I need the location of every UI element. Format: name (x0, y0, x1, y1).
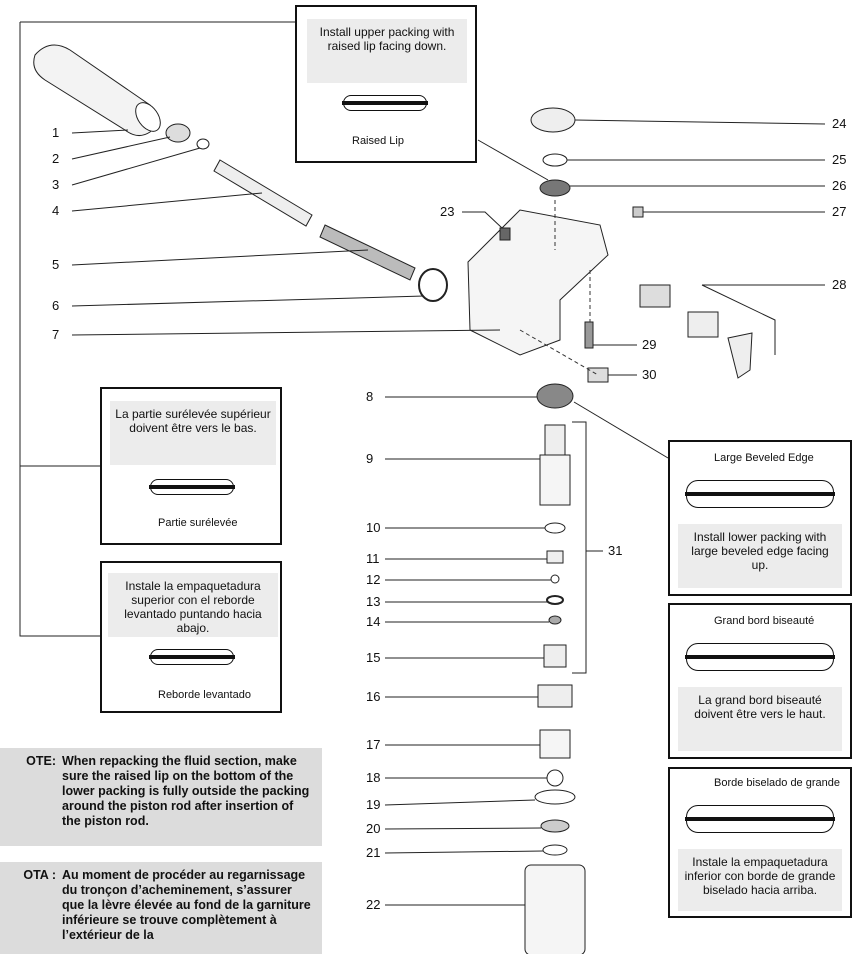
part-3-washer (196, 138, 210, 150)
part-30-fitting (587, 367, 609, 383)
lower-packing-box-fr: Grand bord biseauté La grand bord biseau… (668, 603, 852, 759)
part-7-housing (467, 209, 609, 356)
raised-lip-label: Raised Lip (352, 135, 404, 147)
part-15-seat (543, 644, 567, 668)
part-18-ball (546, 769, 564, 787)
part-14-washer (548, 615, 562, 625)
assembly-line (519, 329, 599, 376)
callout-18: 18 (366, 770, 380, 785)
large-beveled-edge-label: Large Beveled Edge (714, 452, 814, 464)
raised-lip-packing-icon (149, 479, 235, 495)
part-12-ball (550, 574, 560, 584)
callout-16: 16 (366, 689, 380, 704)
part-22-intake-housing (524, 864, 586, 954)
lower-packing-box-en: Large Beveled Edge Install lower packing… (668, 440, 852, 596)
part-8-lower-packing (536, 383, 574, 409)
note-english-tag: OTE: (26, 754, 56, 768)
upper-packing-box-en: Install upper packing with raised lip fa… (295, 5, 477, 163)
frame-line-to-26 (477, 139, 549, 181)
callout-22: 22 (366, 897, 380, 912)
callout-3: 3 (52, 177, 59, 192)
lower-packing-box-es: Borde biselado de grande Instale la empa… (668, 767, 852, 918)
callout-30: 30 (642, 367, 656, 382)
beveled-packing-icon (685, 643, 835, 671)
part-23-set-screw (499, 227, 511, 241)
callout-11: 11 (366, 551, 380, 566)
lower-packing-note-en: Install lower packing with large beveled… (678, 524, 842, 588)
frame-line-to-8 (573, 401, 669, 459)
borde-biselado-label: Borde biselado de grande (714, 777, 840, 789)
part-1-grip (33, 44, 161, 136)
upper-packing-note-fr: La partie surélevée supérieur doivent êt… (110, 401, 276, 465)
frame-line-left (19, 22, 100, 637)
part-11-retainer (546, 550, 564, 564)
callout-27: 27 (832, 204, 846, 219)
raised-lip-packing-icon (149, 649, 235, 665)
callout-13: 13 (366, 594, 380, 609)
part-4-piston-rod (213, 159, 313, 227)
part-21-ring (542, 844, 568, 856)
callout-23: 23 (440, 204, 454, 219)
callout-31: 31 (608, 543, 622, 558)
callout-5: 5 (52, 257, 59, 272)
part-25-ring (542, 153, 568, 167)
part-6-o-ring (418, 268, 448, 302)
note-french-tag: OTA : (23, 868, 56, 882)
callout-15: 15 (366, 650, 380, 665)
callout-1: 1 (52, 125, 59, 140)
upper-packing-box-es: Instale la empaquetadura superior con el… (100, 561, 282, 713)
callout-8: 8 (366, 389, 373, 404)
part-9-piston (539, 424, 571, 506)
lower-packing-note-fr: La grand bord biseauté doivent être vers… (678, 687, 842, 751)
note-english-text: When repacking the fluid section, make s… (62, 754, 310, 828)
note-english: OTE: When repacking the fluid section, m… (0, 748, 322, 846)
part-20-seat (540, 819, 570, 833)
part-24-nut (530, 107, 576, 133)
bracket-28 (701, 284, 776, 355)
leader-lines (71, 119, 826, 906)
part-10-ring (544, 522, 566, 534)
part-29-fitting (584, 321, 594, 349)
callout-2: 2 (52, 151, 59, 166)
callout-25: 25 (832, 152, 846, 167)
callout-4: 4 (52, 203, 59, 218)
reborde-levantado-label: Reborde levantado (158, 689, 251, 701)
upper-packing-box-fr: La partie surélevée supérieur doivent êt… (100, 387, 282, 545)
callout-17: 17 (366, 737, 380, 752)
callout-10: 10 (366, 520, 380, 535)
part-19-o-ring (534, 789, 576, 805)
part-2-spring-cap (165, 123, 191, 143)
callout-24: 24 (832, 116, 846, 131)
raised-lip-packing-icon (342, 95, 428, 111)
part-16-sleeve (537, 684, 573, 708)
callout-29: 29 (642, 337, 656, 352)
note-french: OTA : Au moment de procéder au regarniss… (0, 862, 322, 954)
partie-surelevee-label: Partie surélevée (158, 517, 238, 529)
callout-6: 6 (52, 298, 59, 313)
grand-bord-biseaute-label: Grand bord biseauté (714, 615, 815, 627)
callout-19: 19 (366, 797, 380, 812)
lower-packing-note-es: Instale la empaquetadura inferior con bo… (678, 849, 842, 911)
callout-12: 12 (366, 572, 380, 587)
callout-7: 7 (52, 327, 59, 342)
upper-packing-note-en: Install upper packing with raised lip fa… (307, 19, 467, 83)
part-5-spring (319, 224, 416, 281)
callout-14: 14 (366, 614, 380, 629)
callout-21: 21 (366, 845, 380, 860)
part-13-ring (546, 595, 564, 605)
callout-26: 26 (832, 178, 846, 193)
upper-packing-note-es: Instale la empaquetadura superior con el… (108, 573, 278, 637)
part-17-guide (539, 729, 571, 759)
callout-28: 28 (832, 277, 846, 292)
part-28-valve-assembly (639, 284, 753, 379)
note-french-text: Au moment de procéder au regarnissage du… (62, 868, 311, 942)
bracket-31 (572, 421, 587, 674)
beveled-packing-icon (685, 805, 835, 833)
part-27-plug (632, 206, 644, 218)
callout-20: 20 (366, 821, 380, 836)
beveled-packing-icon (685, 480, 835, 508)
part-26-packing (539, 179, 571, 197)
callout-9: 9 (366, 451, 373, 466)
